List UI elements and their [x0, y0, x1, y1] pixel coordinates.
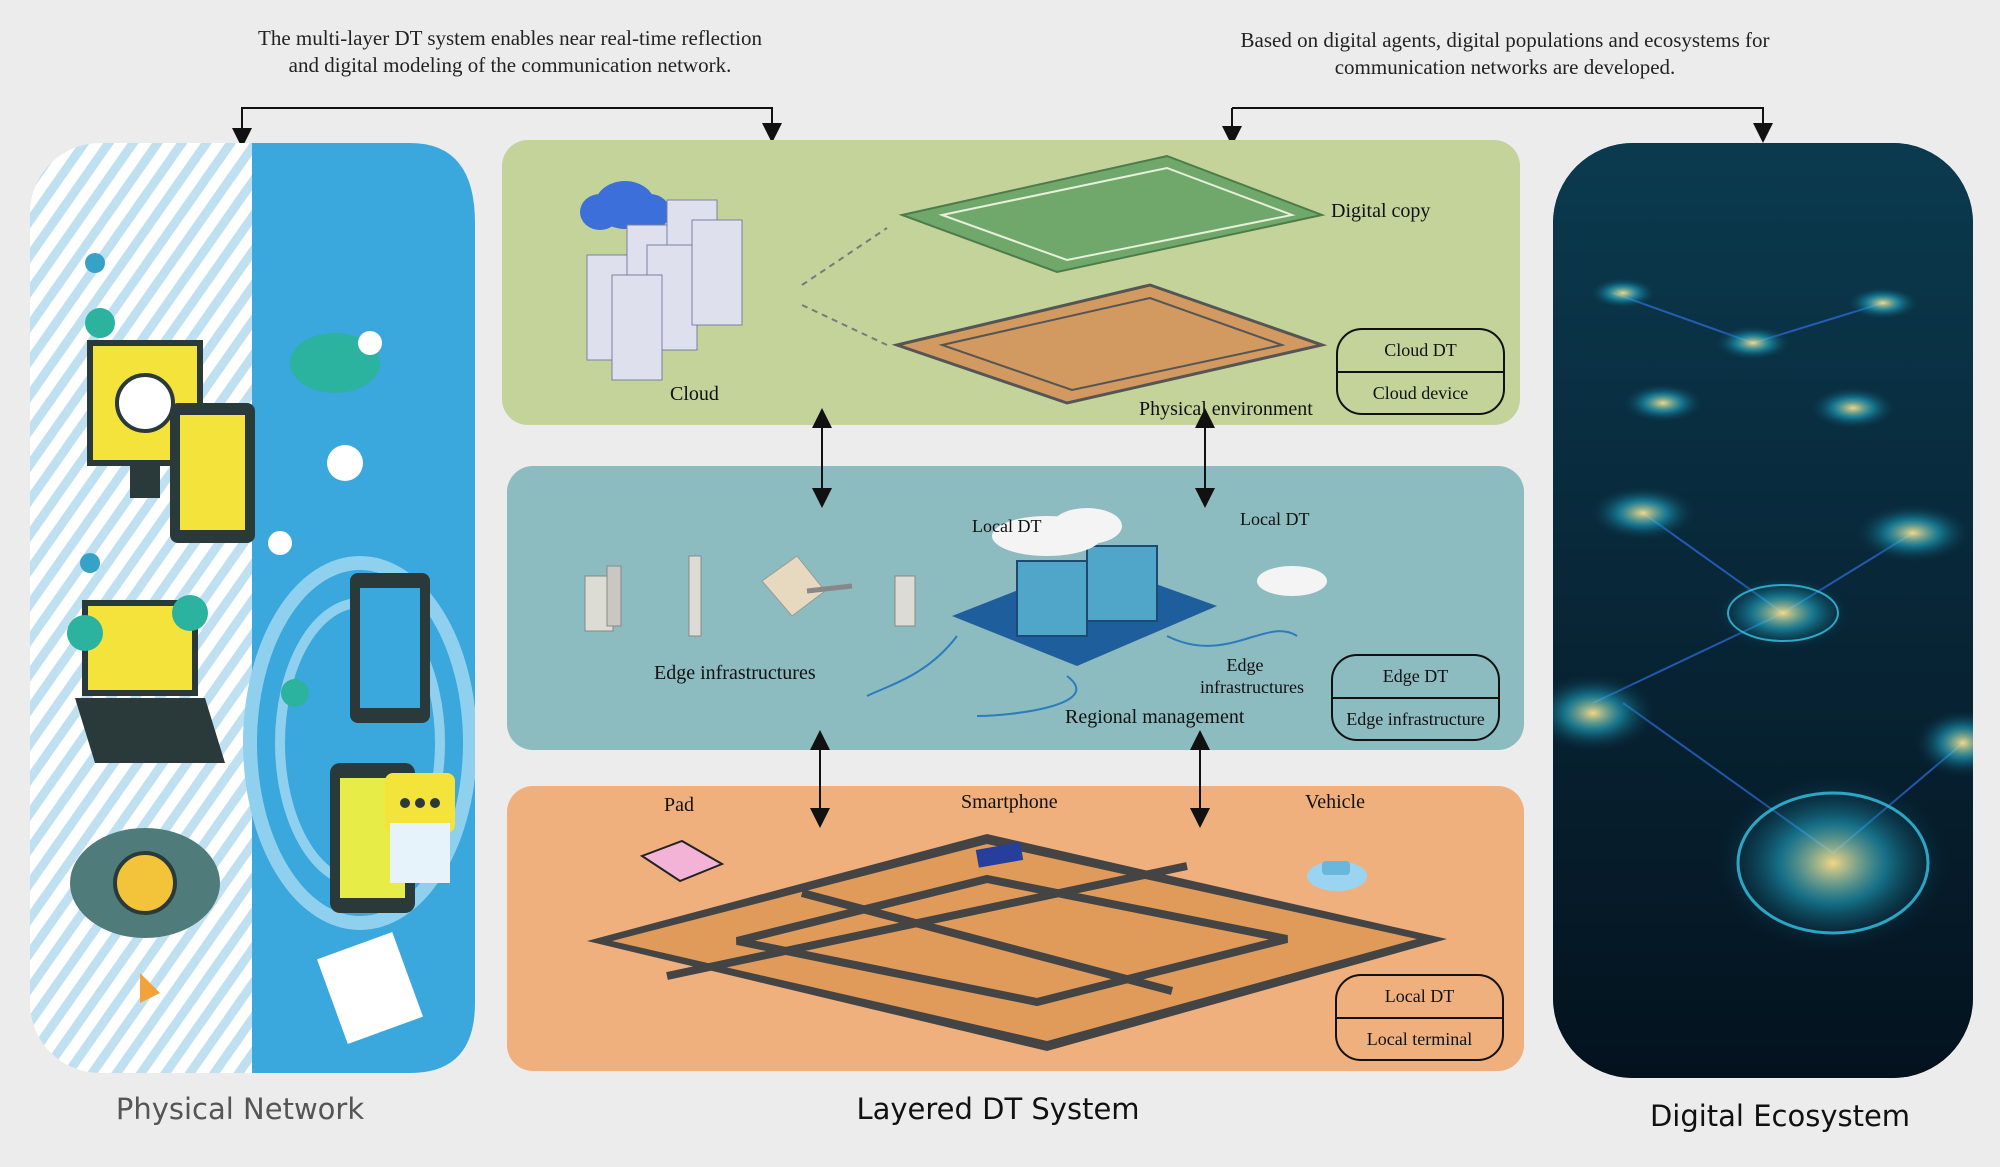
network-node	[1588, 277, 1658, 309]
vehicle-label: Vehicle	[1305, 791, 1365, 813]
gear-icon	[80, 553, 100, 573]
network-node	[1913, 708, 1973, 778]
cloud-icon	[290, 333, 380, 393]
gear-icon	[85, 253, 105, 273]
tablet-icon	[170, 403, 255, 543]
regional-management-label: Regional management	[1065, 706, 1245, 728]
chat-icon	[268, 531, 292, 555]
digital-copy-map	[898, 154, 1326, 274]
smartphone-icon	[975, 842, 1024, 868]
smartphone-label: Smartphone	[961, 791, 1058, 813]
edge-infra-small-line1: Edge	[1226, 655, 1264, 675]
antenna-icon	[688, 555, 702, 637]
pad-icon	[639, 839, 725, 883]
cloud-label: Cloud	[670, 383, 719, 405]
left-annotation-line1: The multi-layer DT system enables near r…	[258, 26, 762, 50]
right-annotation: Based on digital agents, digital populat…	[1170, 27, 1840, 81]
network-node	[1808, 386, 1898, 430]
cloud-layer: Cloud Digital copy Physical environment …	[502, 140, 1520, 425]
local-dt-right-label: Local DT	[1240, 509, 1310, 529]
cloud-dt-badge-top: Cloud DT	[1338, 330, 1503, 373]
physical-network-caption: Physical Network	[115, 1092, 365, 1126]
pad-label: Pad	[664, 794, 694, 816]
edge-dt-badge: Edge DT Edge infrastructure	[1331, 654, 1500, 741]
local-layer-illustration	[587, 834, 1447, 1051]
local-dt-left-label: Local DT	[972, 516, 1042, 536]
shield-icon	[67, 615, 103, 651]
tablet-icon	[350, 573, 430, 723]
search-icon	[327, 445, 363, 481]
base-station-icon	[894, 575, 916, 627]
edge-dt-badge-top: Edge DT	[1333, 656, 1498, 699]
network-node	[1713, 575, 1853, 651]
physical-network-illustration	[30, 143, 475, 1073]
telephone-icon	[70, 828, 220, 938]
network-node	[1588, 485, 1698, 541]
edge-infrastructures-small-label: Edge infrastructures	[1200, 654, 1304, 698]
network-node	[1845, 286, 1921, 320]
local-dt-cloud-icon	[992, 508, 1122, 556]
layered-dt-system-caption: Layered DT System	[856, 1092, 1140, 1126]
cursor-icon	[140, 973, 160, 1003]
server-cluster-icon	[1016, 545, 1158, 637]
edge-dt-badge-bottom: Edge infrastructure	[1346, 709, 1485, 729]
network-node	[1713, 325, 1793, 361]
edge-infra-small-line2: infrastructures	[1200, 677, 1304, 697]
digital-ecosystem-illustration	[1553, 143, 1973, 1078]
edge-layer-illustration	[584, 508, 1327, 717]
digital-copy-label: Digital copy	[1331, 200, 1431, 222]
cloud-dt-badge-bottom: Cloud device	[1372, 383, 1469, 403]
check-icon	[172, 595, 208, 631]
mail-icon	[390, 823, 450, 883]
local-dt-badge: Local DT Local terminal	[1335, 974, 1504, 1061]
physical-environment-label: Physical environment	[1139, 398, 1313, 420]
gear-icon	[358, 331, 382, 355]
cloud-dt-badge: Cloud DT Cloud device	[1336, 328, 1505, 415]
chat-icon	[281, 679, 309, 707]
edge-layer: Edge infrastructures Local DT Local DT E…	[507, 466, 1524, 750]
right-annotation-line1: Based on digital agents, digital populat…	[1240, 28, 1770, 52]
right-bracket	[1232, 107, 1773, 143]
shield-icon	[85, 308, 115, 338]
right-annotation-line2: communication networks are developed.	[1334, 55, 1676, 79]
network-node	[1553, 673, 1658, 753]
edge-infrastructures-label: Edge infrastructures	[654, 662, 816, 684]
digital-ecosystem-caption: Digital Ecosystem	[1649, 1099, 1911, 1133]
local-dt-badge-bottom: Local terminal	[1366, 1029, 1473, 1049]
local-layer: Pad Smartphone Vehicle Local DT Local te…	[507, 786, 1524, 1071]
local-dt-cloud-icon	[1257, 566, 1327, 596]
network-node	[1713, 773, 1953, 953]
document-icon	[317, 932, 423, 1044]
digital-ecosystem-panel	[1553, 143, 1973, 1078]
local-dt-badge-top: Local DT	[1337, 976, 1502, 1019]
physical-environment-map	[891, 283, 1328, 405]
physical-network-panel	[30, 143, 475, 1073]
network-node	[1621, 383, 1705, 423]
network-node	[1853, 503, 1973, 563]
left-annotation-line2: and digital modeling of the communicatio…	[288, 53, 732, 77]
server-rack-icon	[586, 199, 743, 381]
cloud-icon	[580, 181, 670, 230]
left-annotation: The multi-layer DT system enables near r…	[180, 25, 840, 79]
cloud-layer-illustration	[580, 154, 1328, 405]
